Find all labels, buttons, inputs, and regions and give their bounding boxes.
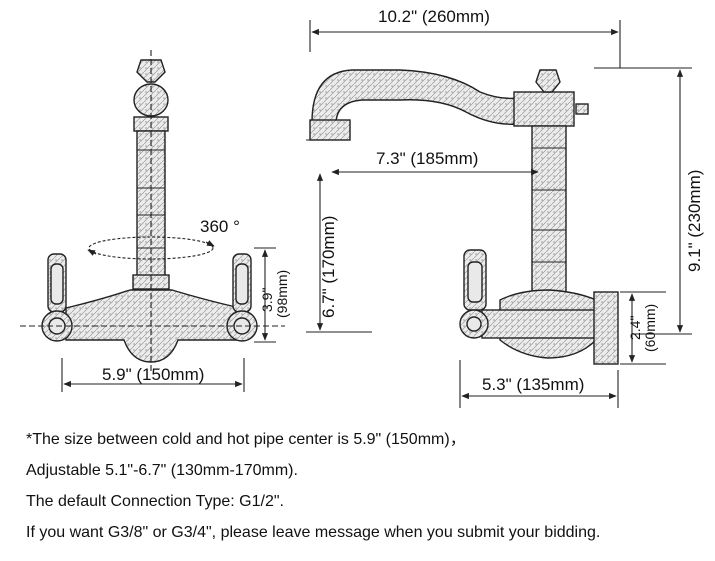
- label-spout-reach: 7.3" (185mm): [376, 149, 478, 168]
- label-wall-depth: 5.3" (135mm): [482, 375, 584, 394]
- note-pipe-center: *The size between cold and hot pipe cent…: [26, 431, 466, 448]
- side-valve-head: [513, 91, 575, 127]
- front-left-handle: [41, 253, 73, 342]
- label-spout-height: 6.7" (170mm): [319, 216, 338, 318]
- label-handle-height-in: 3.9": [259, 288, 275, 312]
- label-handle-height-mm: (98mm): [274, 270, 290, 318]
- front-view: [20, 50, 285, 392]
- label-total-height: 9.1" (230mm): [685, 170, 704, 272]
- front-right-handle: [226, 253, 258, 342]
- side-spout: [311, 69, 519, 125]
- label-center-distance: 5.9" (150mm): [102, 365, 204, 384]
- side-view: [306, 20, 692, 408]
- notes-block: *The size between cold and hot pipe cent…: [26, 424, 706, 548]
- label-top-width: 10.2" (260mm): [378, 7, 490, 26]
- note-connection-type: The default Connection Type: G1/2".: [26, 493, 284, 510]
- note-adjustable: Adjustable 5.1"-6.7" (130mm-170mm).: [26, 462, 298, 479]
- side-wall-plate: [593, 291, 619, 365]
- label-wall-plate-mm: (60mm): [642, 304, 658, 352]
- side-column: [531, 125, 567, 297]
- rotation-indicator: [88, 236, 214, 260]
- note-other-connection: If you want G3/8" or G3/4", please leave…: [26, 524, 601, 541]
- faucet-dimension-diagram: 10.2" (260mm) 7.3" (185mm) 9.1" (230mm) …: [20, 7, 704, 408]
- label-rotation: 360 °: [200, 217, 240, 236]
- label-wall-plate-in: 2.4": [627, 316, 643, 340]
- side-handle: [459, 249, 489, 339]
